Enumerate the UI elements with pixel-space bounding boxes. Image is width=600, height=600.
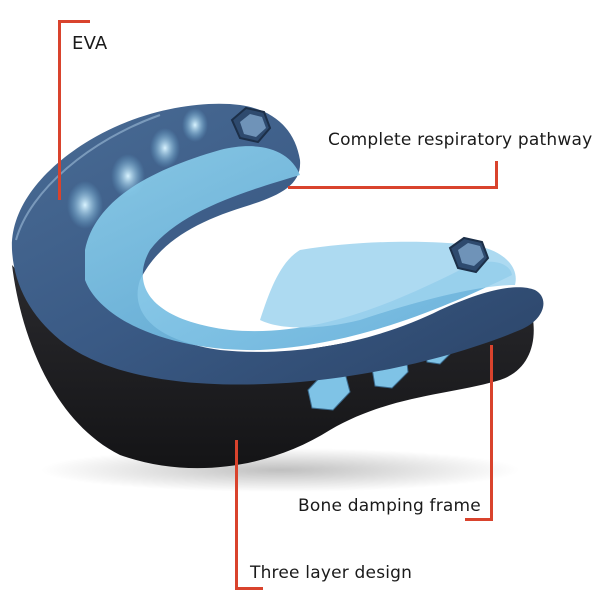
respiratory-callout-line-horizontal [288,186,498,189]
bone-callout-line-vertical [490,345,493,520]
respiratory-callout-line-vertical [495,161,498,189]
bone-callout-line-horizontal [465,518,493,521]
three-layer-callout-line-horizontal [235,587,263,590]
three-layer-callout-line-vertical [235,440,238,590]
eva-callout-line-vertical [58,20,61,200]
label-three-layer-design: Three layer design [250,563,413,583]
label-respiratory-pathway: Complete respiratory pathway [328,130,593,150]
eva-callout-line-horizontal [58,20,90,23]
label-eva: EVA [72,33,108,54]
label-bone-damping-frame: Bone damping frame [298,496,481,516]
